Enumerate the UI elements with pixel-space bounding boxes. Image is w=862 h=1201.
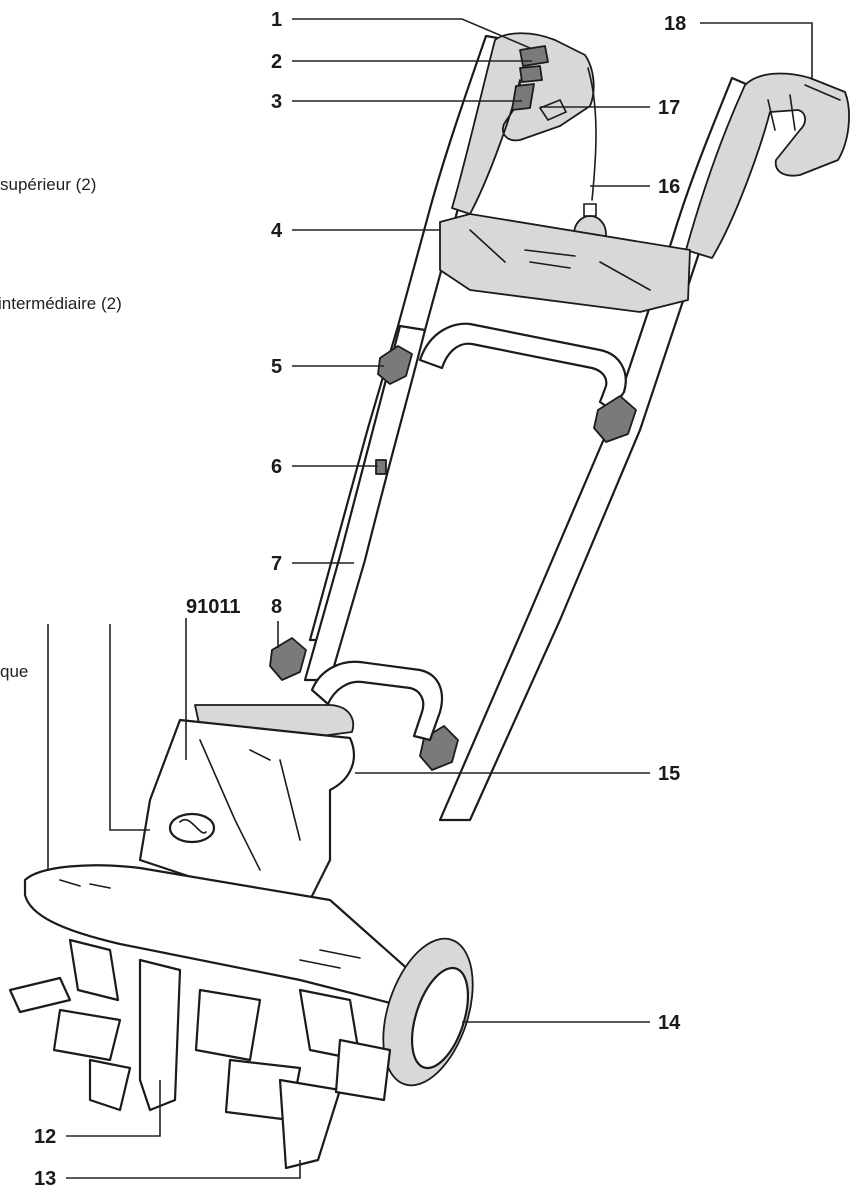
tines bbox=[8, 938, 392, 1170]
left-grip bbox=[451, 32, 595, 215]
leader-left-b bbox=[109, 624, 150, 831]
callout-16: 16 bbox=[658, 176, 680, 198]
leader-18 bbox=[700, 22, 813, 80]
carry-handle bbox=[310, 660, 444, 742]
side-text-lower: que bbox=[0, 662, 28, 681]
safety-button bbox=[519, 65, 543, 83]
callout-labels: 1 2 3 4 5 6 7 8 91011 12 13 14 15 16 17 … bbox=[34, 9, 686, 1190]
tine-left-1 bbox=[8, 976, 72, 1014]
tine-right-3 bbox=[334, 1038, 392, 1102]
callout-15: 15 bbox=[658, 763, 680, 785]
callout-3: 3 bbox=[271, 91, 282, 113]
switch-lever bbox=[519, 45, 549, 67]
callout-7: 7 bbox=[271, 553, 282, 575]
upper-left-knob bbox=[377, 345, 413, 385]
upper-right-knob bbox=[593, 395, 637, 443]
cord-retainer bbox=[538, 98, 568, 122]
leader-lines bbox=[47, 18, 813, 1179]
tine-left-2 bbox=[68, 938, 120, 1002]
side-text-upper: supérieur (2) bbox=[0, 175, 96, 194]
tine-right-2 bbox=[278, 1078, 342, 1170]
side-text-middle: intermédiaire (2) bbox=[0, 294, 122, 313]
tine-left-3 bbox=[52, 1008, 122, 1062]
callout-13: 13 bbox=[34, 1168, 56, 1190]
callout-2: 2 bbox=[271, 51, 282, 73]
right-grip-detail bbox=[767, 84, 841, 131]
crossbar-detail bbox=[469, 229, 651, 291]
callout-14: 14 bbox=[658, 1012, 681, 1034]
brand-logo-mark bbox=[179, 819, 207, 834]
lower-left-tube bbox=[303, 324, 427, 682]
tine-bottom bbox=[88, 1058, 132, 1112]
tine-center-2 bbox=[194, 988, 262, 1062]
lower-left-knob bbox=[269, 637, 307, 681]
callout-18: 18 bbox=[664, 13, 686, 35]
tine-center-1 bbox=[138, 958, 182, 1112]
tiller-illustration bbox=[8, 32, 850, 1170]
callout-5: 5 bbox=[271, 356, 282, 378]
callout-1: 1 bbox=[271, 9, 282, 31]
brand-logo bbox=[168, 812, 216, 844]
callout-12: 12 bbox=[34, 1126, 56, 1148]
upper-crossbar bbox=[439, 213, 691, 313]
callout-4: 4 bbox=[271, 220, 283, 242]
model-number: 91011 bbox=[186, 596, 241, 618]
leader-13 bbox=[66, 1160, 301, 1179]
callout-6: 6 bbox=[271, 456, 282, 478]
leader-12 bbox=[66, 1080, 161, 1137]
tine-shield-slots bbox=[59, 879, 361, 969]
motor-housing-detail bbox=[199, 739, 301, 871]
trigger-lever bbox=[511, 83, 535, 111]
callout-8: 8 bbox=[271, 596, 282, 618]
mid-loop-bar bbox=[418, 322, 627, 412]
leader-1 bbox=[292, 18, 531, 49]
plug-neck bbox=[583, 203, 597, 217]
wheel-hub bbox=[410, 966, 470, 1070]
right-grip bbox=[685, 72, 850, 259]
callout-17: 17 bbox=[658, 97, 680, 119]
cord-clip bbox=[375, 459, 387, 475]
